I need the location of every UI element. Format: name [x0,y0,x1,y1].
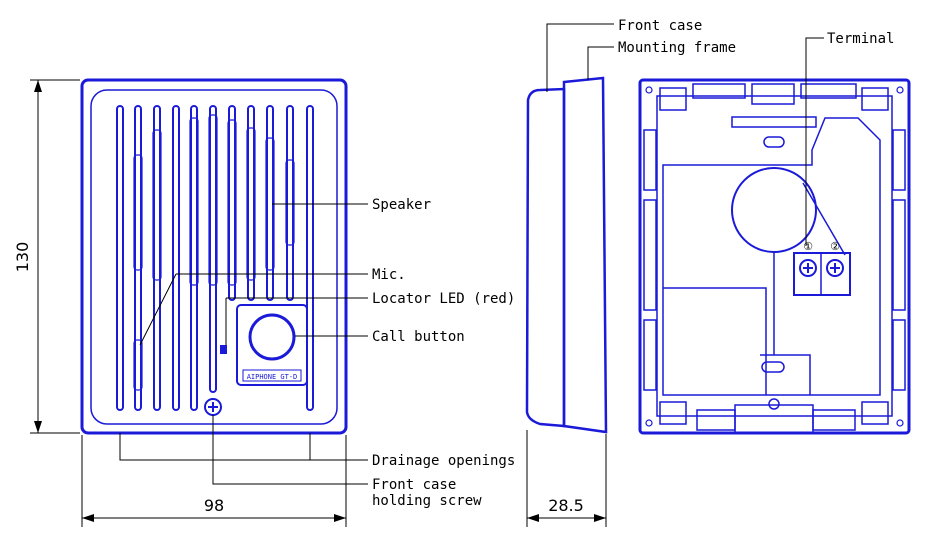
grille-slot [286,105,294,301]
label-screw-line1: Front case [372,477,456,493]
grille-bar [189,117,199,286]
front-leaders [119,203,368,485]
label-screw-line2: holding screw [372,493,482,509]
width-dimension [81,435,347,527]
side-leaders [546,23,614,92]
grille-slot [306,105,314,411]
call-button [248,313,296,361]
label-speaker: Speaker [372,197,431,213]
grille-slot [266,105,274,301]
depth-dimension [526,430,607,527]
terminal-2-mark: ② [830,240,840,253]
side-front-case [525,87,566,428]
grille-bar [133,154,143,271]
side-mounting-frame [562,76,608,434]
height-dimension [30,79,80,434]
side-view [525,76,608,434]
terminal-1-mark: ① [803,240,813,253]
grille-slot [228,105,236,301]
label-terminal: Terminal [827,31,894,47]
nameplate-text: AIPHONE GT-D [247,373,298,381]
label-drainage-openings: Drainage openings [372,453,515,469]
width-dimension-value: 98 [204,496,224,515]
terminal-block [793,252,851,296]
terminal-leader [805,37,824,246]
mic-hole [220,345,227,354]
label-call-button: Call button [372,329,465,345]
front-housing-outer [80,78,348,435]
front-housing-inner [90,89,338,425]
grille-bar [285,159,295,246]
label-mounting-frame: Mounting frame [618,40,736,56]
front-view: AIPHONE GT-D [80,78,348,435]
grille-bar [133,339,143,391]
grille-slot [172,105,180,411]
grille-slot [134,105,142,411]
grille-bar [246,127,256,281]
height-dimension-value: 130 [13,242,32,273]
grille-slot [209,105,217,393]
depth-dimension-value: 28.5 [548,496,584,515]
back-view [638,78,911,435]
label-locator-led: Locator LED (red) [372,291,515,307]
grille-bar [227,119,237,286]
speaker-grille-slots [116,105,314,411]
grille-slot [116,105,124,411]
back-inner [656,95,893,417]
nameplate-box [242,369,302,382]
label-front-case: Front case [618,18,702,34]
grille-slot [190,105,198,411]
terminal-screw-1 [799,259,817,277]
grille-slot [247,105,255,301]
grille-bar [152,129,162,281]
call-button-frame [236,304,308,386]
terminal-screw-2 [826,259,844,277]
grille-slot [153,105,161,411]
grille-bar [208,114,218,286]
holding-screw-cross [208,402,218,412]
label-mic: Mic. [372,267,406,283]
